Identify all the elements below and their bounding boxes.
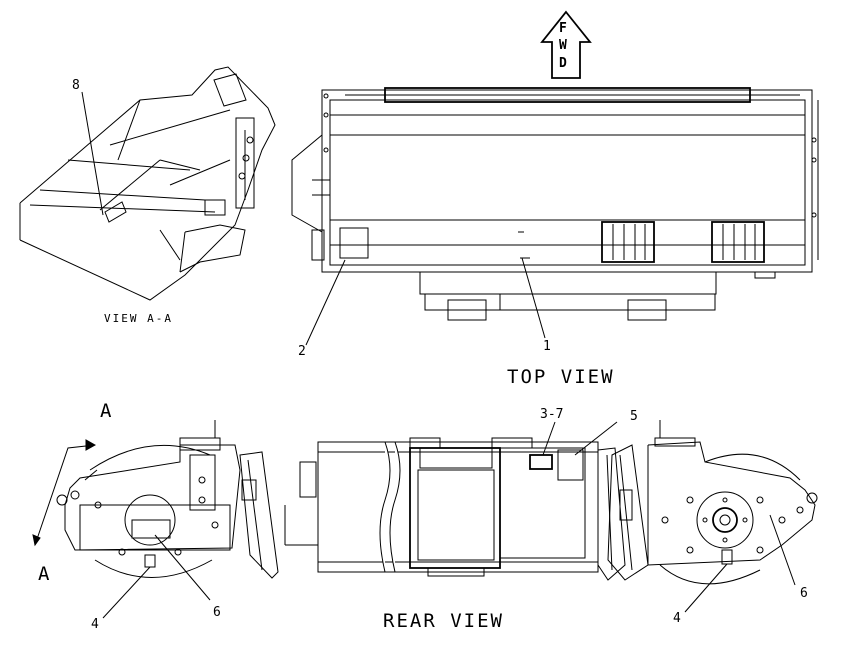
callout-2: 2 <box>298 344 306 359</box>
rear-view-right-drawing <box>607 420 818 613</box>
rear-view-caption: REAR VIEW <box>383 610 504 632</box>
callout-5: 5 <box>630 409 638 424</box>
callout-1: 1 <box>543 339 551 354</box>
callout-6-left: 6 <box>213 605 221 620</box>
fwd-letter-d: D <box>559 56 569 71</box>
callout-4-right: 4 <box>673 611 681 626</box>
fwd-letter-f: F <box>559 21 569 36</box>
top-view-drawing <box>291 87 819 346</box>
view-aa-drawing <box>19 66 276 301</box>
callout-4-left: 4 <box>91 617 99 632</box>
callout-6-right: 6 <box>800 586 808 601</box>
section-marker-top: A <box>100 400 112 422</box>
callout-8: 8 <box>72 78 80 93</box>
top-view-caption: TOP VIEW <box>507 366 615 388</box>
fwd-arrow <box>540 10 592 79</box>
section-marker-bottom: A <box>38 563 50 585</box>
rear-view-left-drawing <box>32 420 279 619</box>
rear-view-middle-drawing <box>284 421 633 581</box>
view-aa-caption: VIEW A-A <box>104 312 173 325</box>
callout-3-7: 3-7 <box>540 407 564 422</box>
fwd-letter-w: W <box>559 38 569 53</box>
